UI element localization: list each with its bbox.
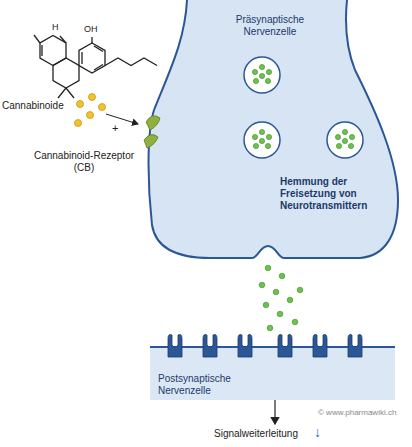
substance-label: Cannabinoide bbox=[2, 100, 72, 112]
neurotransmitter-dot bbox=[297, 287, 303, 293]
neurotransmitter-dot bbox=[279, 273, 285, 279]
neurotransmitter-dot bbox=[263, 302, 269, 308]
atom-label: OH bbox=[84, 24, 104, 35]
cell-name: Präsynaptische Nervenzelle bbox=[210, 14, 330, 38]
decrease-arrow: ↓ bbox=[314, 424, 328, 441]
effect-label: Signalweiterleitung bbox=[214, 428, 314, 440]
presynaptic-cell: Präsynaptische Nervenzelle bbox=[140, 0, 405, 272]
neurotransmitter-dot bbox=[273, 289, 279, 295]
signal-arrow bbox=[274, 400, 275, 424]
neurotransmitter-dot bbox=[265, 265, 271, 271]
binding-arrow bbox=[106, 114, 138, 124]
inhibition-label: Hemmung der Freisetzung von Neurotransmi… bbox=[280, 176, 392, 212]
neurotransmitter-dot bbox=[259, 282, 265, 288]
cannabinoid-dots bbox=[75, 94, 106, 127]
neurotransmitter-dot bbox=[292, 319, 298, 325]
watermark: © www.pharmawiki.ch bbox=[318, 408, 410, 418]
cell-name: Postsynaptische Nervenzelle bbox=[158, 373, 278, 397]
neurotransmitter-dot bbox=[277, 311, 283, 317]
plus-sign: + bbox=[112, 122, 124, 135]
postsynaptic-cell: Postsynaptische Nervenzelle bbox=[150, 325, 395, 400]
atom-label: H bbox=[52, 22, 62, 33]
neurotransmitter-dot bbox=[267, 325, 273, 331]
receptor-label: Cannabinoid-Rezeptor (CB) bbox=[28, 150, 140, 174]
molecule bbox=[34, 35, 157, 98]
presynaptic-cell-outline bbox=[140, 0, 405, 272]
neurotransmitter-dot bbox=[287, 297, 293, 303]
